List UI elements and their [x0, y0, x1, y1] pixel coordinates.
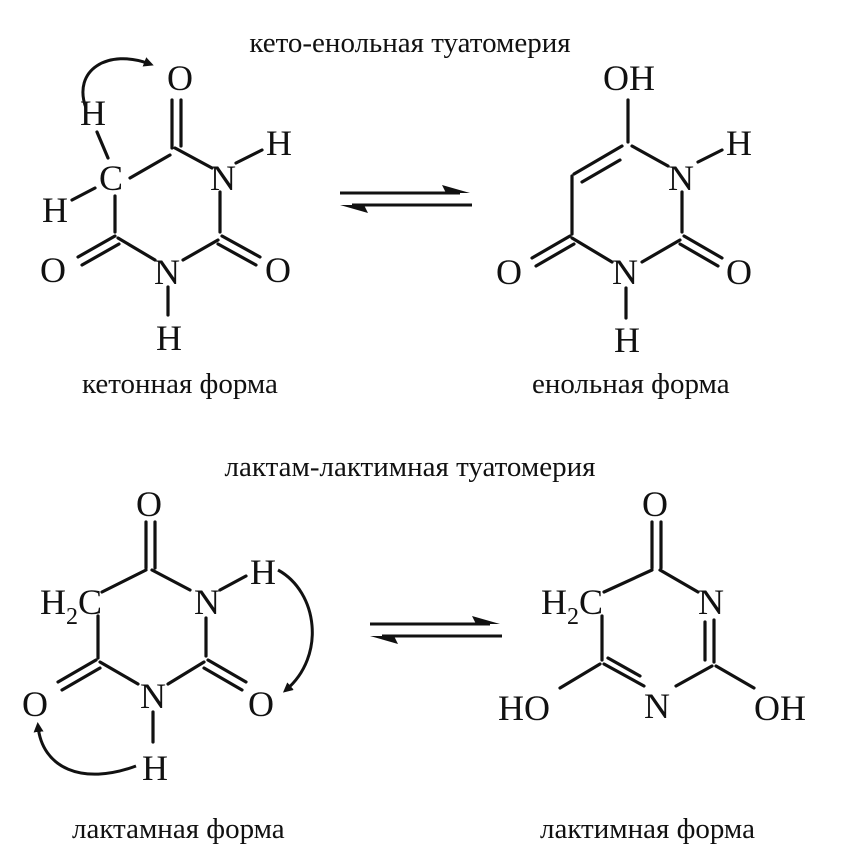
- bond-c6-oh: [558, 662, 602, 690]
- bond-c2-n1: [640, 238, 682, 264]
- bond-n1-c6: [116, 236, 157, 262]
- bond-c2-n1: [181, 238, 220, 262]
- bond-c6-o-second: [60, 666, 102, 692]
- lactam-form-molecule: O H 2 C N H O N O H: [22, 484, 314, 788]
- atom-ch2-h: H: [541, 582, 567, 622]
- atom-o-left: O: [22, 684, 48, 724]
- atom-o-right: O: [726, 252, 752, 292]
- bond-c2-oh: [714, 664, 756, 690]
- bond-c6-o: [76, 234, 117, 259]
- enol-form-caption: енольная форма: [532, 368, 730, 400]
- bond-n1-c6: [570, 236, 614, 264]
- atom-n1: N: [154, 252, 180, 292]
- keto-enol-heading: кето-енольная туатомерия: [249, 27, 570, 59]
- atom-h-n1: H: [156, 318, 182, 358]
- atom-h-c5-left: H: [42, 190, 68, 230]
- atom-o-top: O: [167, 58, 193, 98]
- atom-h-n1: H: [614, 320, 640, 360]
- atom-c5: C: [99, 158, 123, 198]
- bond-n1-c6: [98, 660, 140, 686]
- atom-o-top: O: [136, 484, 162, 524]
- bond-c5-c4: [100, 568, 148, 594]
- atom-o-right: O: [265, 250, 291, 290]
- bond-c2-n1: [166, 660, 206, 686]
- keto-form-caption: кетонная форма: [82, 368, 278, 400]
- lactim-form-molecule: O H 2 C N HO N OH: [498, 484, 806, 728]
- bond-c6-o-second: [534, 242, 576, 268]
- atom-o-left: O: [496, 252, 522, 292]
- bond-c5-h-top: [95, 130, 110, 160]
- enol-form-molecule: OH N H O N O H: [496, 58, 752, 360]
- atom-n1: N: [644, 686, 670, 726]
- bond-n3-h: [218, 574, 248, 592]
- atom-o-left: O: [40, 250, 66, 290]
- bond-c4-n3: [150, 568, 192, 592]
- bond-n3-h: [696, 148, 724, 164]
- bond-c5-c4: [602, 568, 654, 594]
- lactam-form-caption: лактамная форма: [72, 813, 285, 845]
- proton-shift-arrow-top: [81, 57, 154, 109]
- bond-c5-c4: [128, 153, 172, 180]
- atom-ch2-subscript: 2: [66, 604, 78, 630]
- atom-ch2-c: C: [579, 582, 603, 622]
- atom-n1: N: [140, 676, 166, 716]
- bond-c4-n3: [173, 146, 214, 170]
- bond-c5-c4: [572, 144, 624, 176]
- bond-c6-o-second: [80, 242, 121, 267]
- atom-ch2: H 2 C: [40, 582, 102, 630]
- bond-c2-o-second: [216, 242, 258, 267]
- proton-shift-arrow-right: [277, 568, 314, 693]
- atom-h-n3: H: [726, 123, 752, 163]
- bond-c2-o-second: [202, 666, 244, 692]
- bond-n3-h: [234, 148, 264, 165]
- equilibrium-arrows-top: [340, 185, 472, 213]
- bond-c5-c4-second: [580, 158, 622, 184]
- bond-c2-o: [682, 234, 724, 260]
- bond-n1-c6: [602, 662, 646, 688]
- atom-h-n1: H: [142, 748, 168, 788]
- atom-ch2-c: C: [78, 582, 102, 622]
- atom-h-n3: H: [266, 123, 292, 163]
- bond-c6-o: [56, 658, 98, 684]
- atom-n3: N: [668, 158, 694, 198]
- bond-n1-c6-second: [606, 656, 642, 678]
- atom-o-right: O: [248, 684, 274, 724]
- atom-o-top: O: [642, 484, 668, 524]
- bond-c5-h-left: [70, 186, 97, 202]
- atom-n3: N: [698, 582, 724, 622]
- lactam-lactim-heading: лактам-лактимная туатомерия: [225, 451, 596, 483]
- bond-c4-n3: [658, 568, 700, 594]
- bond-c2-o: [206, 658, 248, 684]
- atom-oh-top: OH: [603, 58, 655, 98]
- lactam-lactim-section: лактам-лактимная туатомерия O H 2 C N: [22, 451, 806, 845]
- equilibrium-arrows-bottom: [370, 616, 502, 644]
- atom-h-n3: H: [250, 552, 276, 592]
- atom-ho-left: HO: [498, 688, 550, 728]
- lactim-form-caption: лактимная форма: [540, 813, 755, 845]
- bond-c2-o-second: [678, 242, 720, 268]
- keto-enol-section: кето-енольная туатомерия: [40, 27, 752, 400]
- bond-c2-o: [220, 234, 262, 259]
- bond-c4-n3: [630, 144, 670, 168]
- keto-form-molecule: O H C H N H O N O H: [40, 57, 292, 358]
- bond-c2-n1: [674, 664, 714, 688]
- atom-ch2-subscript: 2: [567, 604, 579, 630]
- atom-ch2: H 2 C: [541, 582, 603, 630]
- atom-n3: N: [194, 582, 220, 622]
- atom-n1: N: [612, 252, 638, 292]
- atom-oh-right: OH: [754, 688, 806, 728]
- proton-shift-arrow-left: [33, 722, 137, 776]
- bond-c6-o: [530, 234, 572, 260]
- atom-n3: N: [210, 158, 236, 198]
- atom-ch2-h: H: [40, 582, 66, 622]
